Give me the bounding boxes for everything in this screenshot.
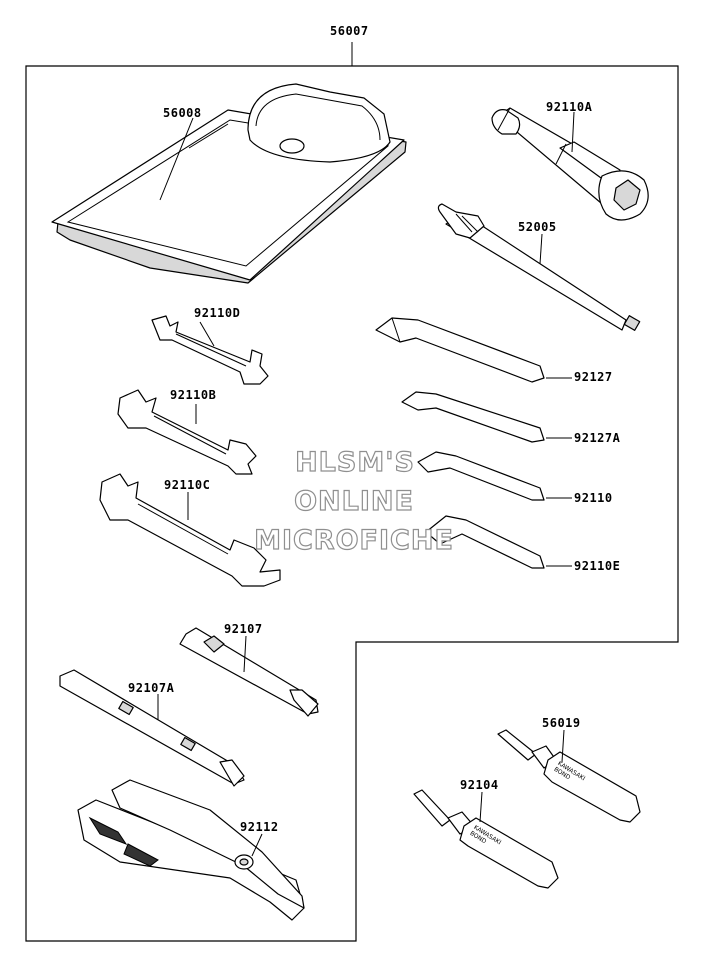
label-92107: 92107 [224,622,263,636]
label-56007: 56007 [330,24,369,38]
wrench-c-drawing [99,473,281,587]
label-92110e: 92110E [574,559,621,573]
label-92110b: 92110B [170,388,217,402]
hex-wrench-1-drawing [375,317,545,383]
label-52005: 52005 [518,220,557,234]
label-92110: 92110 [574,491,613,505]
label-92112: 92112 [240,820,279,834]
label-92110a: 92110A [546,100,593,114]
wrench-b-drawing [117,389,257,475]
screwdriver-bit-drawing [179,627,319,717]
watermark-line-3: MICROFICHE [253,525,454,556]
hex-wrench-2-drawing [401,391,545,443]
bond-tube-2-drawing [413,789,559,889]
box-wrench-drawing [491,107,649,221]
label-92104: 92104 [460,778,499,792]
bond-tube-1-drawing [497,729,641,823]
screwdriver-handle-drawing [59,669,245,787]
label-92127: 92127 [574,370,613,384]
handle-rod-drawing [437,203,641,331]
label-56008: 56008 [163,106,202,120]
pliers-drawing [77,779,305,921]
hex-wrench-3-drawing [417,451,545,501]
watermark-line-1: HLSM'S [294,447,415,478]
watermark-line-2: ONLINE [293,486,414,517]
wrench-d-drawing [151,315,269,385]
label-92127a: 92127A [574,431,621,445]
label-92110d: 92110D [194,306,241,320]
label-92107a: 92107A [128,681,175,695]
hex-wrench-4-drawing [425,515,545,569]
kit-frame [25,65,679,942]
label-56019: 56019 [542,716,581,730]
label-92110c: 92110C [164,478,211,492]
pouch-drawing [51,83,407,284]
